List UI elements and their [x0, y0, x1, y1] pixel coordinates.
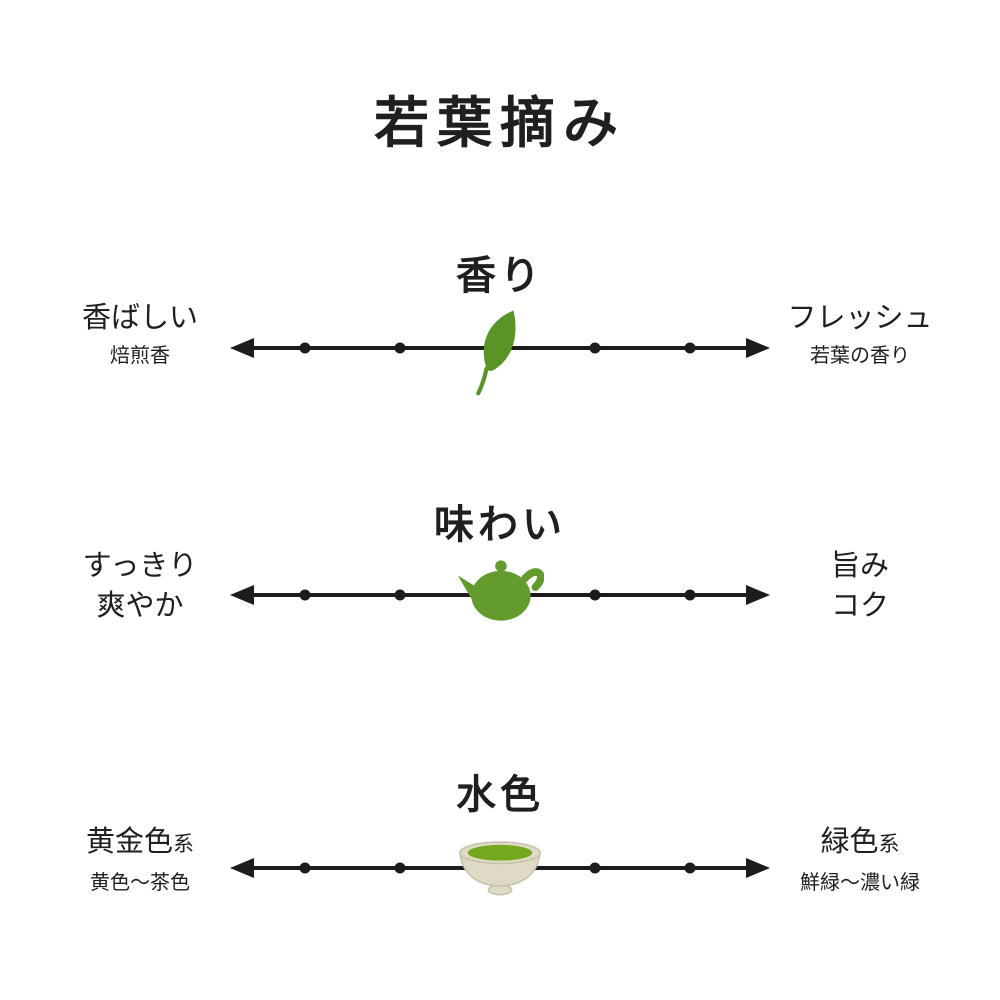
- color-heading: 水色: [456, 772, 544, 817]
- scale-dot: [299, 589, 311, 601]
- right-arrowhead-icon: [746, 585, 770, 605]
- scale-dot: [299, 342, 311, 354]
- aroma-heading: 香り: [456, 253, 544, 298]
- teacup-icon: [457, 837, 543, 898]
- scale-dot: [589, 342, 601, 354]
- scale-dot: [589, 862, 601, 874]
- left-arrowhead-icon: [230, 338, 254, 358]
- taste-left-main: すっきり: [82, 550, 198, 582]
- color-right-sub: 鮮緑〜濃い緑: [800, 872, 920, 894]
- color-right-main: 緑色系: [820, 826, 900, 858]
- aroma-left-main: 香ばしい: [81, 302, 198, 334]
- left-arrowhead-icon: [230, 858, 254, 878]
- scale-dot: [684, 862, 696, 874]
- color-left-main: 黄金色系: [85, 826, 194, 858]
- taste-right-main: 旨み: [830, 550, 889, 582]
- right-arrowhead-icon: [746, 858, 770, 878]
- left-arrowhead-icon: [230, 585, 254, 605]
- right-arrowhead-icon: [746, 338, 770, 358]
- scale-dot: [299, 862, 311, 874]
- teapot-icon: [456, 554, 545, 623]
- taste-left-label: すっきり 爽やか: [30, 546, 250, 626]
- color-right-label: 緑色系 鮮緑〜濃い緑: [750, 822, 970, 901]
- color-right-suffix: 系: [878, 833, 900, 856]
- taste-left-sub: 爽やか: [96, 590, 184, 622]
- scale-dot: [394, 589, 406, 601]
- aroma-left-label: 香ばしい 焙煎香: [30, 298, 250, 374]
- color-left-suffix: 系: [173, 833, 194, 856]
- scale-dot: [394, 862, 406, 874]
- aroma-left-sub: 焙煎香: [110, 345, 170, 367]
- color-left-label: 黄金色系 黄色〜茶色: [30, 822, 250, 901]
- scale-dot: [589, 589, 601, 601]
- taste-right-sub: コク: [830, 590, 889, 622]
- taste-right-label: 旨み コク: [750, 546, 970, 626]
- scale-dot: [394, 342, 406, 354]
- taste-heading: 味わい: [434, 502, 566, 547]
- scale-dot: [684, 589, 696, 601]
- scale-dot: [684, 342, 696, 354]
- aroma-right-label: フレッシュ 若葉の香り: [750, 298, 970, 374]
- leaf-icon: [474, 308, 526, 396]
- aroma-right-main: フレッシュ: [787, 302, 933, 334]
- page-title: 若葉摘み: [373, 93, 626, 154]
- color-left-sub: 黄色〜茶色: [90, 872, 190, 894]
- aroma-right-sub: 若葉の香り: [810, 345, 910, 367]
